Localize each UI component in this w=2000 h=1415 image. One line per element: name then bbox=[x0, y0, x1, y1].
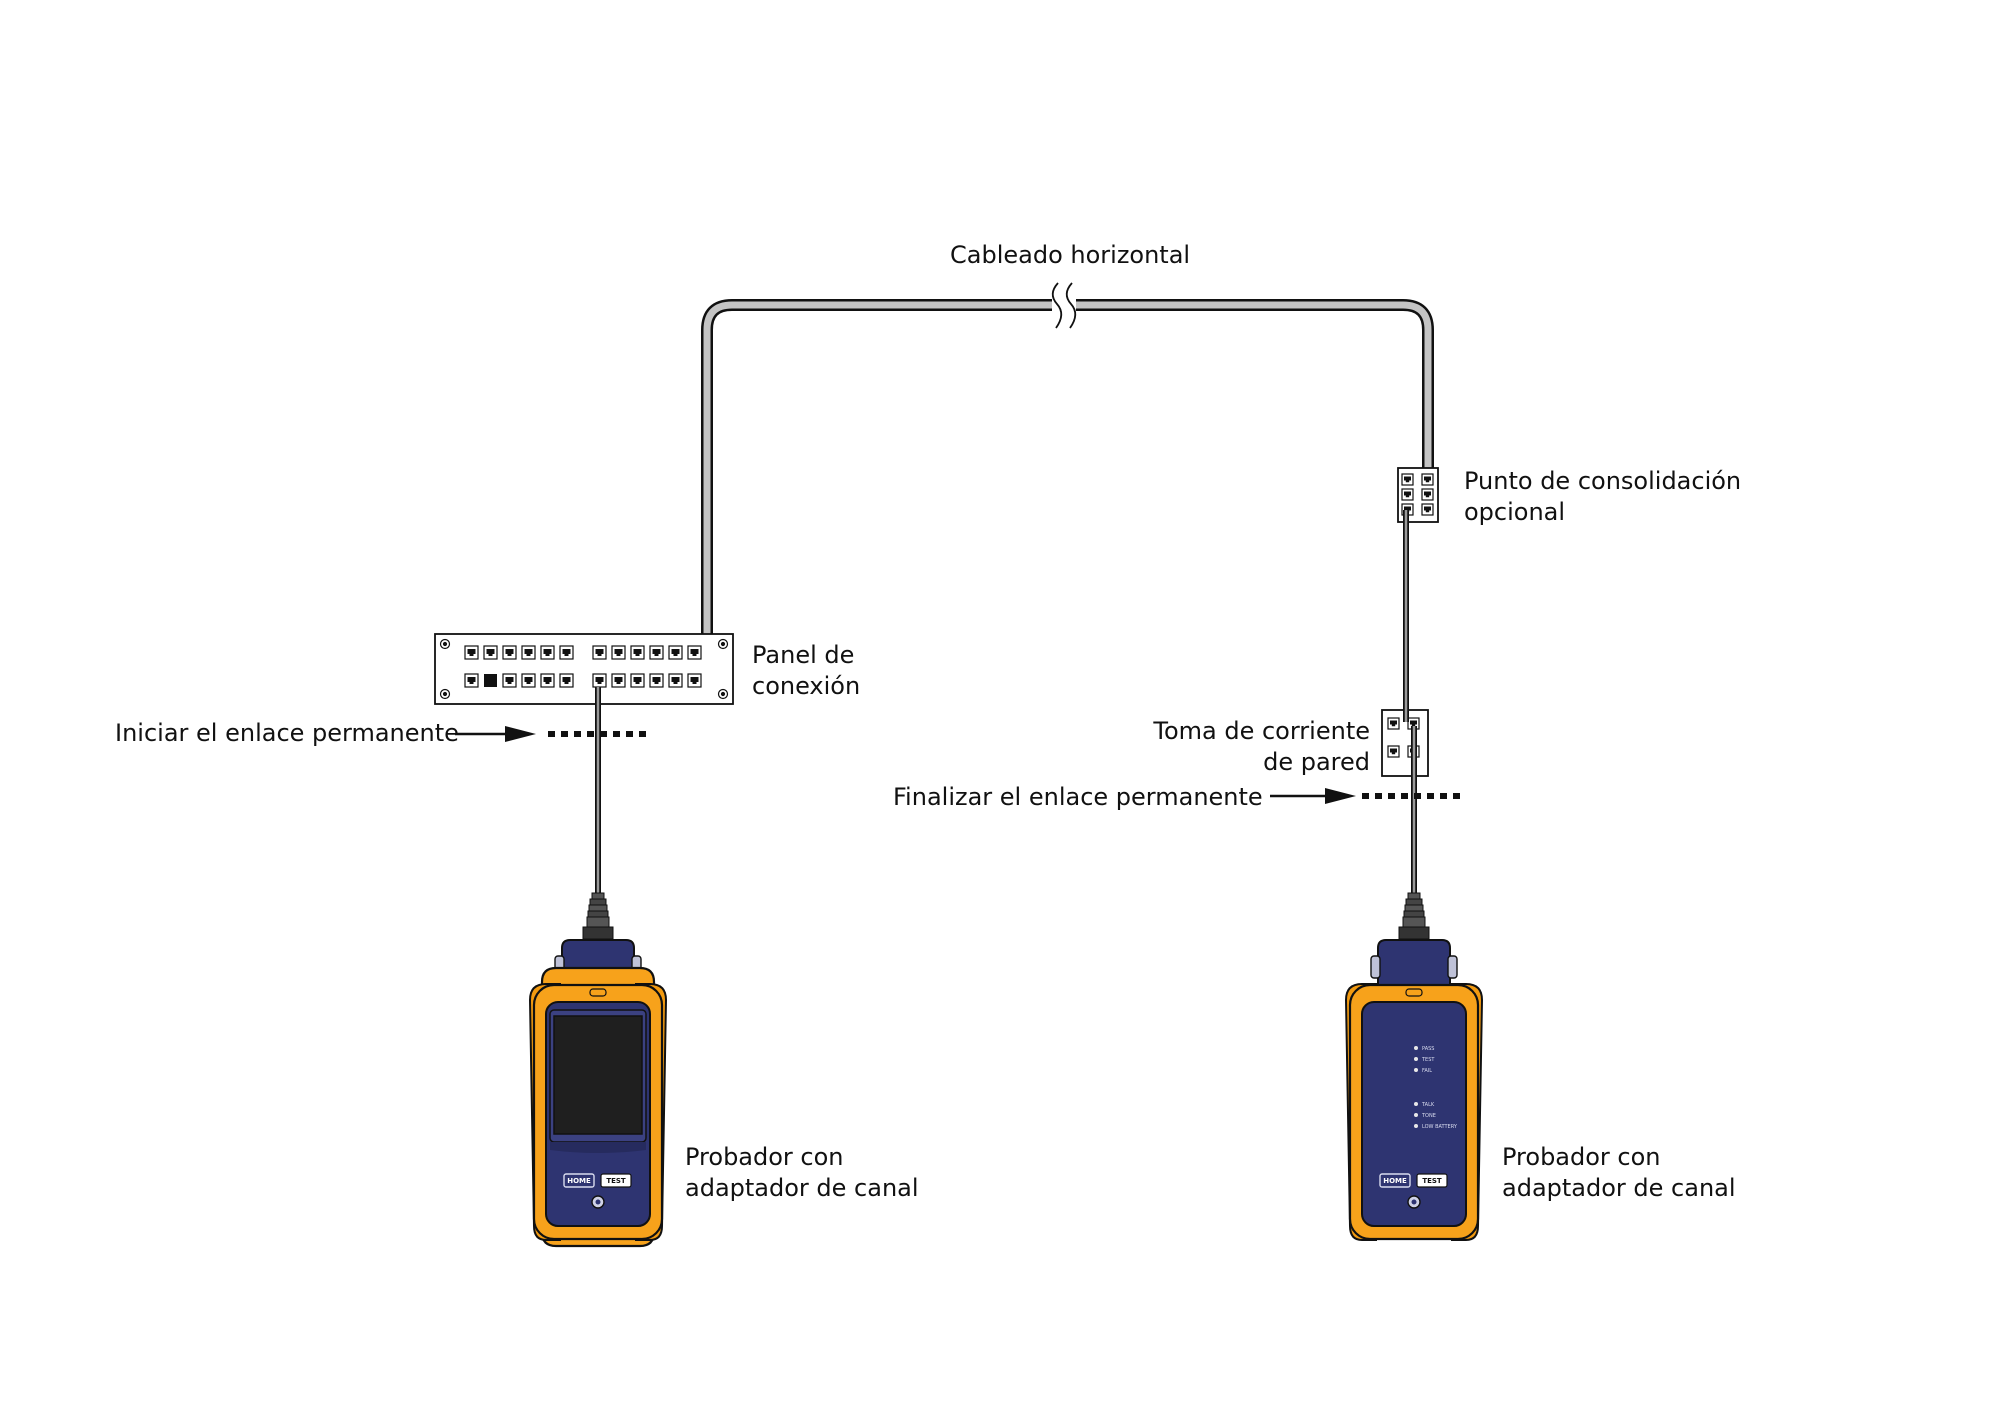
label-tester-left-line1: Probador con bbox=[685, 1143, 844, 1171]
status-leds: PASS TEST FAIL TALK TONE LOW BATTERY bbox=[1414, 1046, 1458, 1130]
led-test-label: TEST bbox=[1421, 1057, 1435, 1063]
cable-boot bbox=[582, 892, 614, 940]
tester-left: HOME TEST bbox=[528, 892, 668, 1248]
test-button bbox=[1416, 1173, 1448, 1188]
test-button-label: TEST bbox=[1422, 1177, 1442, 1185]
led-fail bbox=[1414, 1068, 1418, 1072]
label-tester-right: Probador con adaptador de canal bbox=[1502, 1142, 1736, 1204]
led-pass-label: PASS bbox=[1422, 1046, 1434, 1052]
label-wall-outlet: Toma de corriente de pared bbox=[1140, 716, 1370, 778]
home-button bbox=[563, 1173, 595, 1188]
test-button bbox=[600, 1173, 632, 1188]
label-wall-outlet-line1: Toma de corriente bbox=[1153, 717, 1370, 745]
led-tone-label: TONE bbox=[1421, 1113, 1436, 1119]
label-patch-panel-line1: Panel de bbox=[752, 641, 855, 669]
home-button-label: HOME bbox=[567, 1177, 591, 1185]
label-start-link: Iniciar el enlace permanente bbox=[115, 719, 459, 747]
label-consolidation-point-line1: Punto de consolidación bbox=[1464, 467, 1742, 495]
patch-cords bbox=[595, 510, 1417, 895]
cable-boot bbox=[1398, 892, 1430, 940]
tester-display bbox=[553, 1015, 643, 1135]
home-button-label: HOME bbox=[1383, 1177, 1407, 1185]
led-low-battery-label: LOW BATTERY bbox=[1422, 1124, 1458, 1130]
led-low-battery bbox=[1414, 1124, 1418, 1128]
end-link-marker bbox=[1270, 788, 1466, 804]
led-talk bbox=[1414, 1102, 1418, 1106]
test-button-label: TEST bbox=[606, 1177, 626, 1185]
panel-screw bbox=[439, 638, 729, 700]
tester-right: PASS TEST FAIL TALK TONE LOW BATTERY HOM… bbox=[1344, 892, 1484, 1241]
label-patch-panel: Panel de conexión bbox=[752, 640, 860, 702]
horizontal-cable bbox=[701, 282, 1434, 640]
panel-jacks-bottom bbox=[464, 673, 702, 688]
home-button bbox=[1379, 1173, 1411, 1188]
led-fail-label: FAIL bbox=[1422, 1068, 1432, 1074]
label-wall-outlet-line2: de pared bbox=[1263, 748, 1370, 776]
patch-panel bbox=[434, 633, 734, 705]
led-test bbox=[1414, 1057, 1418, 1061]
label-consolidation-point-line2: opcional bbox=[1464, 498, 1566, 526]
start-link-marker bbox=[455, 726, 652, 742]
label-tester-right-line2: adaptador de canal bbox=[1502, 1174, 1736, 1202]
arrow-right-icon bbox=[1325, 788, 1356, 804]
led-pass bbox=[1414, 1046, 1418, 1050]
led-talk-label: TALK bbox=[1421, 1102, 1435, 1108]
led-tone bbox=[1414, 1113, 1418, 1117]
label-consolidation-point: Punto de consolidación opcional bbox=[1464, 466, 1741, 528]
label-tester-left-line2: adaptador de canal bbox=[685, 1174, 919, 1202]
label-end-link: Finalizar el enlace permanente bbox=[893, 783, 1263, 811]
label-tester-left: Probador con adaptador de canal bbox=[685, 1142, 919, 1204]
label-horizontal-cabling: Cableado horizontal bbox=[950, 241, 1191, 269]
label-tester-right-line1: Probador con bbox=[1502, 1143, 1661, 1171]
arrow-right-icon bbox=[505, 726, 536, 742]
label-patch-panel-line2: conexión bbox=[752, 672, 861, 700]
